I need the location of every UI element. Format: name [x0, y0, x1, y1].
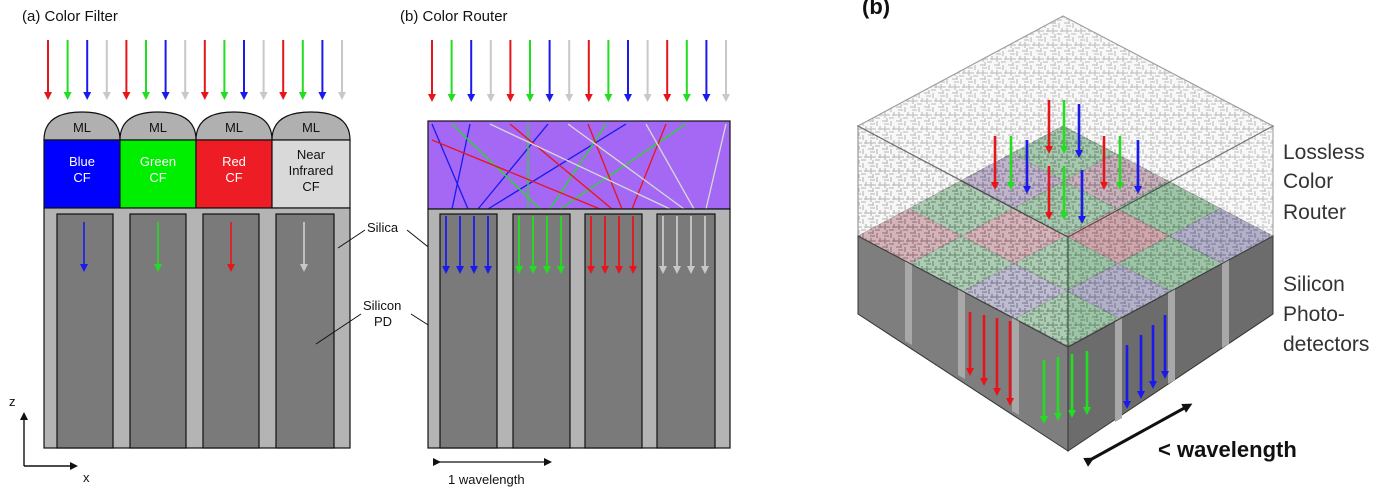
silica-leader-line-a [337, 229, 366, 249]
subwavelength-scale-arrow [1083, 403, 1193, 467]
blue-color-filter [43, 139, 121, 209]
router-label-line2: Color [1283, 170, 1333, 193]
nir-color-filter [271, 139, 351, 209]
red-filter-label-line1: Red [222, 154, 246, 169]
microlens [271, 111, 351, 141]
microlens [195, 111, 273, 141]
green-filter-label-line1: Green [140, 154, 176, 169]
blue-filter-label-line2: CF [73, 170, 90, 185]
panel-b-title: (b) Color Router [400, 8, 508, 25]
panel-color-router: (b) Color Router 1 wavel [400, 8, 731, 487]
silicon-pd-label-line1: Silicon [363, 298, 401, 313]
routed-light-arrows [442, 216, 709, 274]
silicon-photodiode [275, 213, 335, 449]
photodetector-label-line2: Photo- [1283, 303, 1345, 326]
router-top-face [856, 15, 1275, 238]
microlens [43, 111, 121, 141]
incident-light-arrows-b [428, 40, 730, 102]
microlens-label: ML [149, 120, 167, 135]
color-filter-row: Blue CF Green CF Red CF Near Infrared CF [43, 139, 351, 209]
x-axis-label: x [83, 470, 90, 485]
panel-3d-router: (b) Lossless Color Router Silicon Photo-… [856, 0, 1369, 467]
silica-label: Silica [367, 220, 399, 235]
incident-light-arrows-a [44, 40, 346, 100]
silicon-pd-label-line2: PD [374, 314, 392, 329]
microlens-label: ML [225, 120, 243, 135]
green-filter-label-line2: CF [149, 170, 166, 185]
microlens-label: ML [73, 120, 91, 135]
silicon-photodiode [56, 213, 114, 449]
router-label-line3: Router [1283, 201, 1346, 224]
microlens [119, 111, 197, 141]
nir-filter-label-line2: Infrared [289, 163, 334, 178]
photodetector-separators [905, 260, 1229, 422]
photodetector-label-line3: detectors [1283, 333, 1369, 356]
routing-rays [431, 123, 727, 210]
photodetector-label-line1: Silicon [1283, 273, 1345, 296]
pd-leader-line-a [315, 313, 362, 345]
z-axis-label: z [9, 394, 16, 409]
panel-3d-title: (b) [862, 0, 890, 19]
wavelength-scale-label: 1 wavelength [448, 472, 525, 487]
nir-filter-label-line1: Near [297, 147, 326, 162]
3d-light-arrows [966, 100, 1169, 424]
nir-filter-label-line3: CF [302, 179, 319, 194]
microlens-row: ML ML ML ML [43, 111, 351, 141]
green-color-filter [119, 139, 197, 209]
red-filter-label-line2: CF [225, 170, 242, 185]
silicon-photodiode [656, 213, 716, 449]
router-label-line1: Lossless [1283, 141, 1365, 164]
panel-a-title: (a) Color Filter [22, 8, 118, 25]
panel-color-filter: (a) Color Filter ML ML ML ML Blue CF Gre… [9, 8, 459, 485]
blue-filter-label-line1: Blue [69, 154, 95, 169]
microlens-label: ML [302, 120, 320, 135]
subwavelength-scale-label: < wavelength [1158, 437, 1297, 462]
